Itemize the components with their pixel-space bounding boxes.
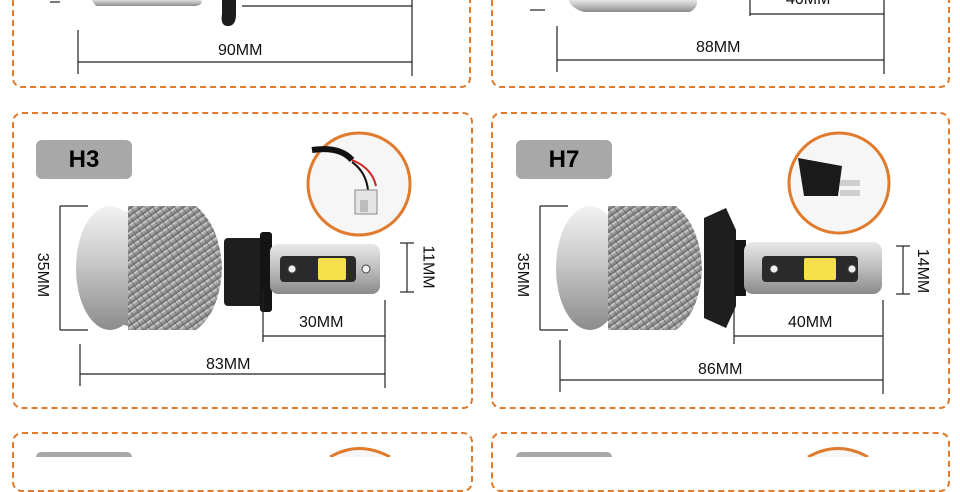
top-left-width-label: 90MM — [218, 42, 263, 59]
top-right-width-label: 88MM — [696, 39, 741, 56]
h7-badge: H7 — [516, 140, 612, 179]
h3-dimension-lines — [59, 205, 414, 388]
product-illustration — [36, 0, 910, 457]
h3-bulb — [76, 206, 380, 330]
h7-neck-label: 40MM — [788, 314, 833, 331]
h7-connector-detail — [787, 131, 891, 235]
h7-bulb — [556, 206, 882, 330]
top-left-dimension-lines — [50, 0, 413, 76]
h3-neck-label: 30MM — [299, 314, 344, 331]
h3-height-label: 35MM — [34, 252, 52, 298]
h3-connector-detail — [306, 131, 412, 237]
top-right-partial-label: 40MM — [786, 0, 830, 9]
top-left-bulb-fragment — [91, 0, 236, 26]
h7-width-label: 86MM — [698, 361, 743, 378]
top-right-bulb-fragment — [568, 0, 698, 12]
h3-badge: H3 — [36, 140, 132, 179]
h7-dimension-lines — [539, 205, 910, 394]
h3-chip-label: 11MM — [419, 245, 437, 289]
h7-chip-label: 14MM — [914, 248, 932, 294]
bottom-detail-fragments — [36, 447, 869, 457]
top-right-dimension-lines — [530, 0, 885, 74]
h3-width-label: 83MM — [206, 356, 251, 373]
h7-height-label: 35MM — [514, 252, 532, 298]
panel-top-right — [491, 0, 950, 88]
panel-top-left — [12, 0, 471, 88]
